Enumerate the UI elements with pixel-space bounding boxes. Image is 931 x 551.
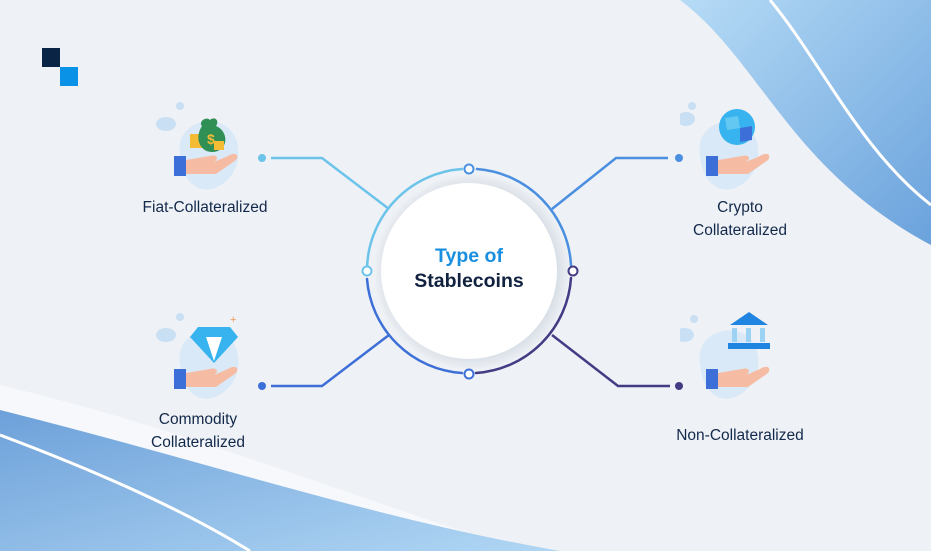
label-line: Fiat-Collateralized [142, 199, 268, 216]
ring-node-right [567, 265, 579, 277]
ring-arc-top-right [475, 167, 573, 267]
ring-arc-bottom-right [474, 276, 573, 375]
center-title-line2: Stablecoins [414, 270, 524, 292]
branch-label-commodity: Commodity Collateralized [113, 408, 283, 454]
branch-label-crypto: Crypto Collateralized [650, 196, 830, 242]
ring-arc-bottom-left [365, 277, 464, 375]
money-bag-on-hand-icon: $ [156, 102, 239, 190]
connector-non [551, 334, 670, 388]
label-line: Crypto [717, 199, 763, 216]
label-line: Non-Collateralized [676, 427, 804, 444]
center-title: Type of Stablecoins [381, 244, 557, 294]
connector-crypto [551, 156, 668, 210]
branch-label-fiat: Fiat-Collateralized [120, 196, 290, 219]
connector-dot-non [675, 382, 683, 390]
svg-text:$: $ [207, 131, 215, 147]
ring-node-bottom [463, 368, 475, 380]
globe-on-hand-icon [680, 102, 770, 190]
logo-light-square [60, 67, 78, 86]
center-circle [381, 183, 557, 359]
connector-dot-commodity [258, 382, 266, 390]
connector-dot-crypto [675, 154, 683, 162]
label-line: Collateralized [151, 434, 245, 451]
label-line: Collateralized [693, 222, 787, 239]
ring-arc-top-left [365, 167, 464, 273]
branch-label-non: Non-Collateralized [650, 424, 830, 447]
bank-on-hand-icon [680, 312, 770, 399]
connector-commodity [271, 334, 390, 388]
connector-dot-fiat [258, 154, 266, 162]
logo-dark-square [42, 48, 60, 67]
center-title-line1: Type of [435, 245, 503, 267]
label-line: Commodity [158, 411, 238, 428]
connector-fiat [271, 156, 390, 210]
svg-text:+: + [230, 314, 236, 326]
ring-node-left [361, 265, 373, 277]
diamond-on-hand-icon: + [156, 313, 239, 399]
ring-node-top [463, 163, 475, 175]
